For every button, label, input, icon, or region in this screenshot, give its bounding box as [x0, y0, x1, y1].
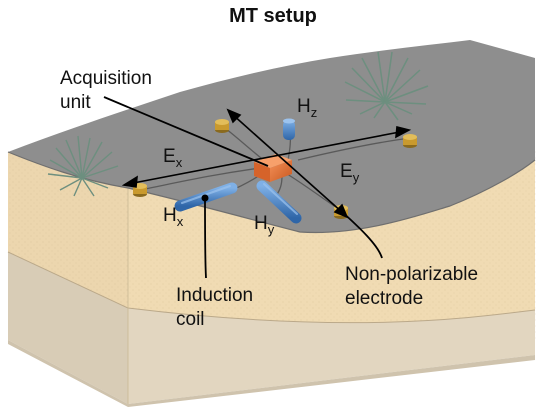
soil-right-lower [128, 308, 535, 404]
label-ey: Ey [340, 161, 360, 185]
plant-left [47, 135, 119, 197]
label-hx-main: H [163, 205, 177, 226]
label-hx-sub: x [177, 214, 184, 229]
layer-boundary-right [127, 307, 536, 324]
label-induction-line2: coil [176, 309, 205, 330]
leader-dot-electrode [336, 207, 344, 215]
label-induction-line1: Induction [176, 285, 253, 306]
label-ex-main: E [163, 146, 176, 167]
label-ey-main: E [340, 161, 353, 182]
label-ey-sub: y [353, 170, 360, 185]
label-ex: Ex [163, 146, 183, 170]
label-hy-sub: y [268, 222, 275, 237]
label-electrode-line2: electrode [345, 288, 423, 309]
electrode-top [215, 119, 229, 133]
coil-hz [283, 118, 295, 140]
plant-right [344, 51, 429, 121]
leader-dot-coil [201, 194, 209, 202]
label-hy: Hy [254, 213, 275, 237]
label-ex-sub: x [176, 155, 183, 170]
label-electrode-line1: Non-polarizable [345, 264, 478, 285]
label-hz-sub: z [311, 105, 318, 120]
label-hy-main: H [254, 213, 268, 234]
label-acquisition-line1: Acquisition [60, 68, 152, 89]
coil-hy [256, 180, 302, 224]
diagram-title: MT setup [229, 5, 317, 27]
soil-front-lower [8, 252, 128, 404]
label-acquisition-line2: unit [60, 92, 91, 113]
leader-lines [103, 96, 383, 279]
label-hx: Hx [163, 205, 184, 229]
label-hz-main: H [297, 96, 311, 117]
ground-surface-edge [7, 151, 536, 234]
electrode-right [403, 134, 417, 148]
label-hz: Hz [297, 96, 317, 120]
layer-boundary-front [7, 251, 129, 309]
